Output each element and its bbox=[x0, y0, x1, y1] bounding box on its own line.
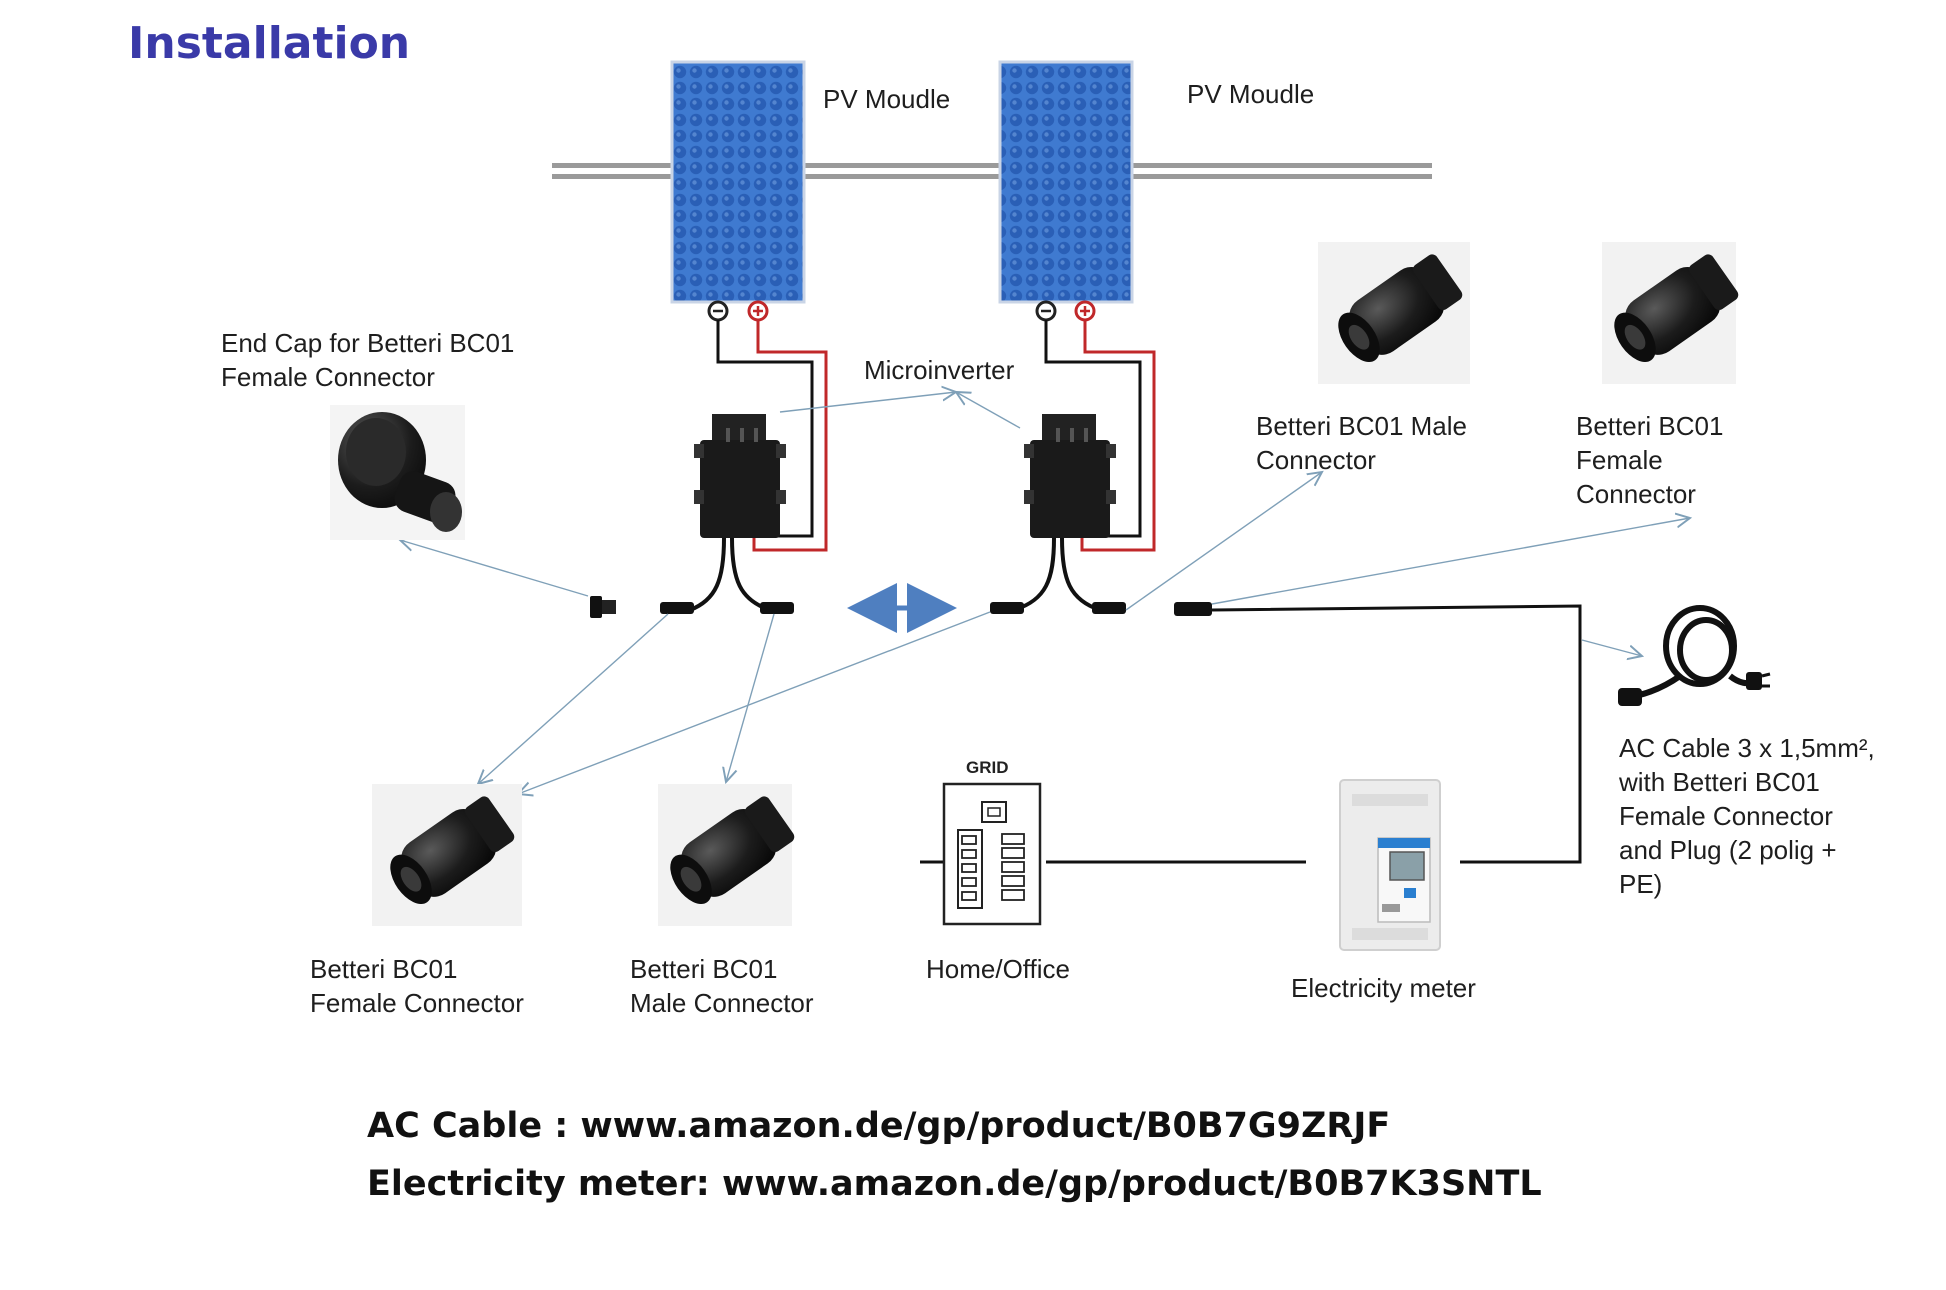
pv-module-label-1: PV Moudle bbox=[823, 84, 951, 114]
end-cap-icon bbox=[590, 596, 616, 618]
connector-icon bbox=[1174, 602, 1212, 616]
connector-icon bbox=[990, 602, 1024, 614]
connector-icon bbox=[760, 602, 794, 614]
ac-cable-link[interactable]: AC Cable : www.amazon.de/gp/product/B0B7… bbox=[367, 1106, 1391, 1146]
electricity-meter-label: Electricity meter bbox=[1291, 973, 1476, 1003]
male-connector-top-product-icon bbox=[1318, 242, 1470, 384]
grid-box-icon: GRID bbox=[942, 758, 1042, 926]
female-connector-top-product-icon bbox=[1602, 242, 1739, 384]
microinverter-icon bbox=[694, 414, 786, 538]
male-connector-top-label: Betteri BC01 Male Connector bbox=[1256, 411, 1467, 475]
page-title: Installation bbox=[128, 18, 411, 69]
grid-label: GRID bbox=[966, 758, 1009, 777]
female-connector-top-label: Betteri BC01 Female Connector bbox=[1576, 411, 1724, 509]
male-connector-bottom-label: Betteri BC01 Male Connector bbox=[630, 954, 814, 1018]
male-connector-bottom-product-icon bbox=[658, 784, 795, 926]
end-cap-product-icon bbox=[330, 405, 465, 540]
electricity-meter-link[interactable]: Electricity meter: www.amazon.de/gp/prod… bbox=[367, 1164, 1542, 1204]
pv-module-1 bbox=[670, 60, 806, 322]
pv-module-label-2: PV Moudle bbox=[1187, 79, 1315, 109]
ac-cable-label: AC Cable 3 x 1,5mm², with Betteri BC01 F… bbox=[1619, 733, 1875, 899]
ac-cable-product-icon bbox=[1618, 605, 1771, 706]
pointer-arrows bbox=[400, 392, 1690, 794]
microinverter-icon bbox=[1024, 414, 1116, 538]
microinverter-label: Microinverter bbox=[864, 355, 1015, 385]
mounting-rail bbox=[552, 163, 1432, 179]
ac-line bbox=[1211, 604, 1582, 864]
end-cap-label: End Cap for Betteri BC01 Female Connecto… bbox=[221, 328, 515, 392]
pv-module-2 bbox=[998, 60, 1134, 322]
female-connector-bottom-product-icon bbox=[372, 784, 522, 926]
female-connector-bottom-label: Betteri BC01 Female Connector bbox=[310, 954, 524, 1018]
connector-icon bbox=[1092, 602, 1126, 614]
connector-icon bbox=[660, 602, 694, 614]
home-office-label: Home/Office bbox=[926, 954, 1071, 984]
electricity-meter-icon bbox=[1339, 779, 1441, 951]
